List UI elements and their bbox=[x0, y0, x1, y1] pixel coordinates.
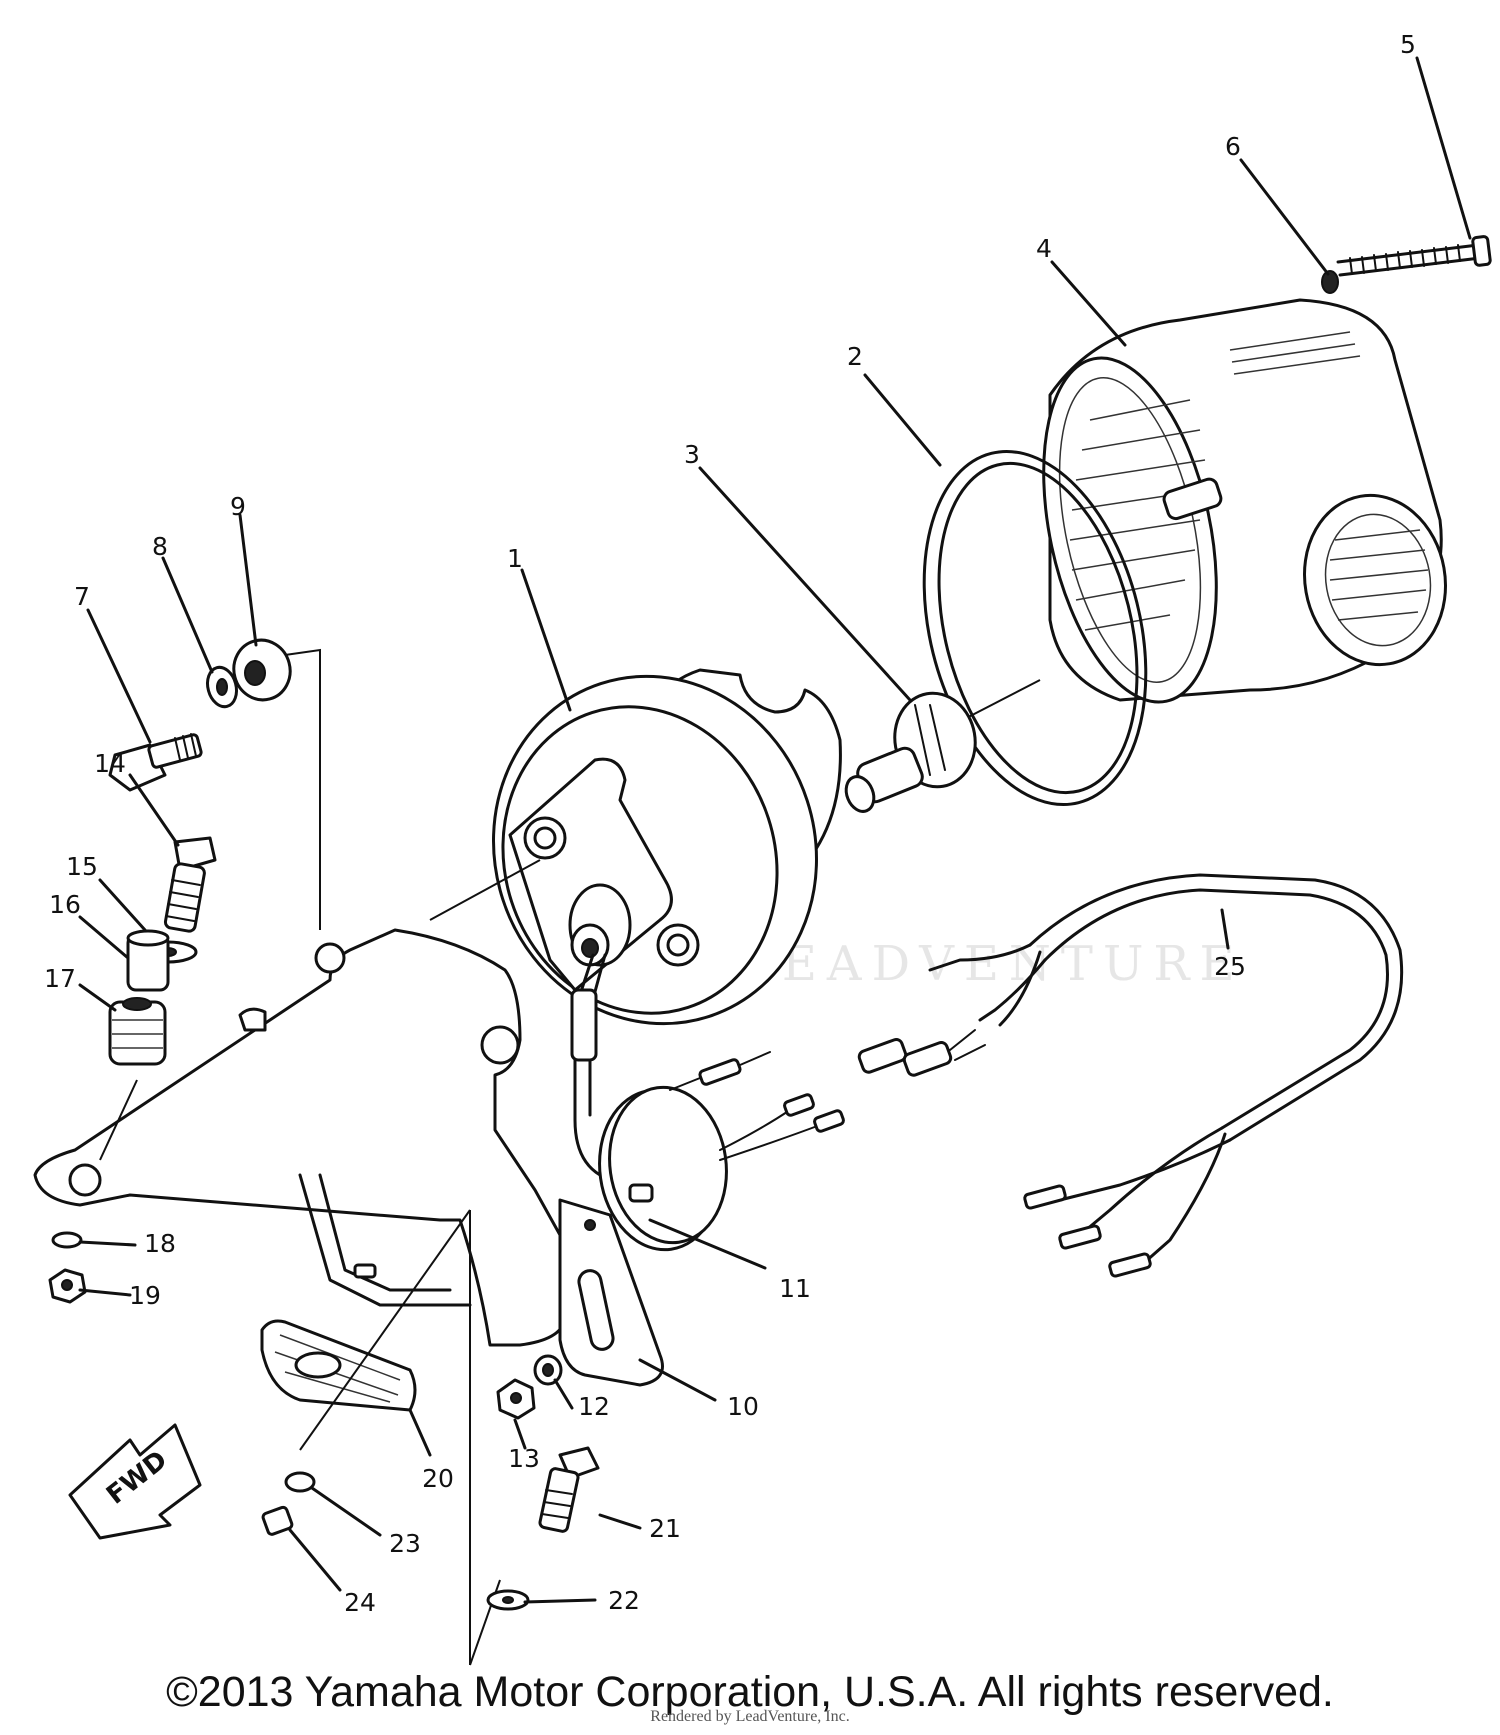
part-24-nut bbox=[261, 1505, 294, 1536]
leader-lines bbox=[78, 56, 1472, 1604]
callout-8: 8 bbox=[152, 532, 168, 561]
render-credit: Rendered by LeadVenture, Inc. bbox=[650, 1708, 850, 1725]
callout-23: 23 bbox=[389, 1529, 421, 1558]
part-23-washer bbox=[284, 1471, 316, 1493]
callout-5: 5 bbox=[1400, 30, 1416, 59]
callout-25: 25 bbox=[1214, 952, 1246, 981]
assembly-axis-reflector bbox=[299, 1209, 471, 1451]
part-11-license-light bbox=[598, 1085, 845, 1252]
callout-11: 11 bbox=[779, 1274, 811, 1303]
part-13-nut bbox=[496, 1378, 536, 1420]
part-1-taillight-base bbox=[492, 668, 842, 1026]
callout-12: 12 bbox=[578, 1392, 610, 1421]
part-7-bolt bbox=[108, 733, 203, 792]
part-20-reflector bbox=[260, 1319, 417, 1412]
part-2-gasket bbox=[922, 450, 1148, 806]
copyright-notice: ©2013 Yamaha Motor Corporation, U.S.A. A… bbox=[166, 1668, 1334, 1716]
part-5-screw bbox=[1336, 235, 1492, 277]
callout-17: 17 bbox=[44, 964, 76, 993]
callout-numbers: 1 2 3 4 5 6 7 8 9 10 11 12 13 14 15 16 1… bbox=[44, 30, 1416, 1617]
callout-9: 9 bbox=[230, 492, 246, 521]
callout-2: 2 bbox=[847, 342, 863, 371]
part-17-damper bbox=[108, 997, 167, 1066]
callout-13: 13 bbox=[508, 1444, 540, 1473]
callout-4: 4 bbox=[1036, 234, 1052, 263]
socket-wire bbox=[573, 953, 602, 1177]
assembly-axis-housing bbox=[429, 859, 541, 921]
callout-24: 24 bbox=[344, 1588, 376, 1617]
callout-7: 7 bbox=[74, 582, 90, 611]
socket-connector bbox=[570, 988, 598, 1062]
part-19-nut bbox=[48, 1268, 87, 1304]
part-16-collar bbox=[126, 929, 170, 992]
part-21-bolt bbox=[538, 1446, 600, 1533]
part-12-washer bbox=[533, 1354, 563, 1386]
callout-21: 21 bbox=[649, 1514, 681, 1543]
part-6-washer bbox=[1321, 270, 1339, 294]
callout-3: 3 bbox=[684, 440, 700, 469]
callout-10: 10 bbox=[727, 1392, 759, 1421]
part-4-taillight-lens bbox=[1042, 298, 1447, 704]
callout-1: 1 bbox=[507, 544, 523, 573]
part-18-washer bbox=[51, 1231, 83, 1249]
part-9-grommet bbox=[232, 638, 292, 702]
leadventure-watermark: LEADVENTURE bbox=[740, 936, 1245, 992]
part-14-bolt bbox=[163, 836, 217, 933]
part-3-bulb bbox=[844, 691, 977, 813]
callout-16: 16 bbox=[49, 890, 81, 919]
callout-20: 20 bbox=[422, 1464, 454, 1493]
assembly-axis-damper bbox=[99, 1079, 138, 1161]
callout-18: 18 bbox=[144, 1229, 176, 1258]
assembly-axis-bolt bbox=[284, 648, 321, 930]
part-22-washer bbox=[486, 1589, 530, 1611]
part-25-wire-harness bbox=[928, 873, 1404, 1278]
fwd-direction-arrow: FWD bbox=[68, 1423, 202, 1540]
harness-connectors bbox=[669, 1029, 986, 1091]
part-10-bracket bbox=[33, 928, 664, 1387]
callout-14: 14 bbox=[94, 749, 126, 778]
callout-15: 15 bbox=[66, 852, 98, 881]
part-8-washer bbox=[206, 665, 238, 709]
callout-6: 6 bbox=[1225, 132, 1241, 161]
callout-22: 22 bbox=[608, 1586, 640, 1615]
callout-19: 19 bbox=[129, 1281, 161, 1310]
